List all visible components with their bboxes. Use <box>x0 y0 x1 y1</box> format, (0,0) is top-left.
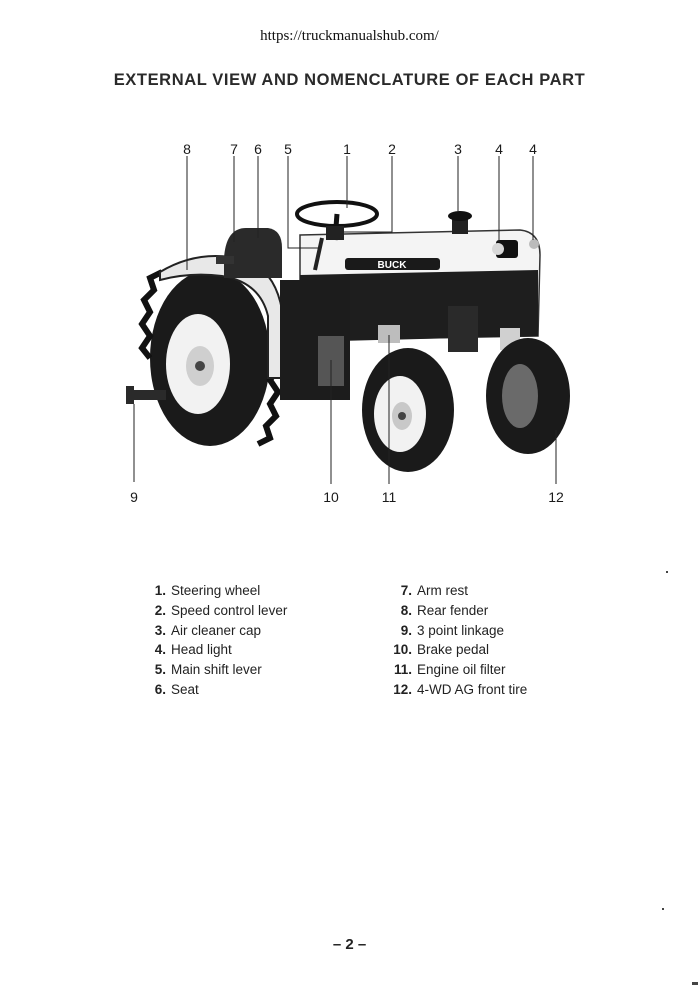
callout-11: 11 <box>381 489 397 505</box>
legend-label: 4-WD AG front tire <box>417 681 528 697</box>
seat <box>224 228 282 278</box>
legend-label: 3 point linkage <box>417 622 505 638</box>
three-point-linkage <box>126 390 166 400</box>
rear-tire <box>138 269 282 447</box>
engine-oil-filter <box>378 325 400 343</box>
legend-number: 3. <box>154 622 166 638</box>
callout-1: 1 <box>343 141 351 157</box>
scan-speck <box>662 908 664 910</box>
legend-number: 6. <box>154 681 166 697</box>
legend-label: Seat <box>171 681 199 697</box>
legend-item: 6. Seat <box>140 682 287 702</box>
legend-item: 9. 3 point linkage <box>386 623 527 643</box>
callout-6: 6 <box>254 141 262 157</box>
legend-label: Head light <box>171 642 232 658</box>
legend-left-column: 1. Steering wheel 2. Speed control lever 3… <box>140 583 288 702</box>
callout-9: 9 <box>130 489 138 505</box>
legend-number: 9. <box>400 622 412 638</box>
page-title: EXTERNAL VIEW AND NOMENCLATURE OF EACH P… <box>113 71 586 89</box>
brand-badge: BUCK <box>378 260 408 271</box>
callout-8: 8 <box>183 141 191 157</box>
legend-label: Brake pedal <box>417 642 490 658</box>
legend-item: 1. Steering wheel <box>140 583 287 603</box>
callout-2: 2 <box>388 141 396 157</box>
legend-label: Speed control lever <box>171 602 288 618</box>
legend-number: 1. <box>154 583 166 598</box>
legend-label: Air cleaner cap <box>171 622 262 638</box>
legend-item: 7. Arm rest <box>386 583 527 603</box>
legend-number: 5. <box>154 662 166 678</box>
tractor-illustration: BUCK <box>126 156 570 484</box>
callout-4a: 4 <box>495 141 503 157</box>
legend-item: 4. Head light <box>140 642 287 662</box>
legend-label: Steering wheel <box>171 583 261 598</box>
callout-3: 3 <box>454 141 462 157</box>
legend-number: 2. <box>154 602 166 618</box>
legend-item: 10. Brake pedal <box>386 642 527 662</box>
head-light-2 <box>529 239 539 249</box>
callout-10: 10 <box>323 489 339 505</box>
scan-speck <box>666 571 668 573</box>
callout-7: 7 <box>230 141 238 157</box>
legend-number: 11. <box>393 662 412 678</box>
legend-number: 12. <box>393 681 412 697</box>
source-url[interactable]: https://truckmanualshub.com/ <box>260 28 439 44</box>
legend-item: 11. Engine oil filter <box>386 662 527 682</box>
legend-item: 2. Speed control lever <box>140 602 288 623</box>
page-number: – 2 – <box>332 936 367 953</box>
legend-number: 10. <box>393 642 412 658</box>
legend-label: Main shift lever <box>171 662 262 678</box>
legend-number: 4. <box>154 642 166 658</box>
legend-label: Engine oil filter <box>417 662 506 678</box>
legend-number: 8. <box>400 602 412 618</box>
air-cleaner-cap <box>452 218 468 234</box>
legend-item: 12. 4-WD AG front tire <box>386 682 527 702</box>
callout-lines <box>133 156 557 484</box>
callout-5: 5 <box>284 141 292 157</box>
callout-12: 12 <box>548 489 564 505</box>
legend-item: 8. Rear fender <box>386 603 527 623</box>
legend-right-column: 7. Arm rest 8. Rear fender 9. 3 point linka… <box>386 583 527 702</box>
front-tire-left <box>362 348 454 472</box>
front-tire-right <box>486 338 570 454</box>
legend-label: Rear fender <box>417 602 489 618</box>
legend-item: 5. Main shift lever <box>140 662 287 682</box>
legend-number: 7. <box>400 583 412 598</box>
scan-speck <box>692 982 698 985</box>
callout-4b: 4 <box>529 141 537 157</box>
legend-label: Arm rest <box>417 583 469 598</box>
tractor-figure: BUCK <box>0 130 699 520</box>
legend-item: 3. Air cleaner cap <box>140 623 287 643</box>
